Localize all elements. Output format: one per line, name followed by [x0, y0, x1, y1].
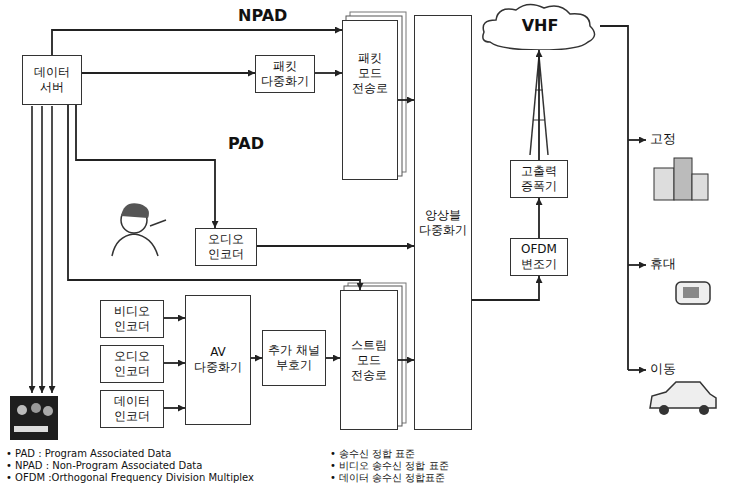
av-multiplexer-box: AV 다중화기: [185, 295, 251, 425]
multiplexer-box: 패킷 다중화기: [255, 55, 315, 93]
node-text: 스트림 모드 전송로: [345, 338, 393, 383]
encoder-box: 비디오 인코더: [100, 300, 164, 338]
node-text: 데이터 서버: [27, 65, 77, 95]
distribution-arrow: [628, 264, 646, 266]
poster-title-band: [14, 426, 48, 432]
distribution-line: [600, 26, 628, 370]
reception-label: 고정: [650, 131, 676, 147]
tower-leg: [539, 56, 548, 155]
node-text: 패킷 다중화기: [260, 59, 310, 89]
poster-face: [31, 403, 41, 413]
vhf-cloud: VHF: [480, 2, 600, 50]
note: • 송수신 정합 표준: [330, 448, 415, 460]
modulator-box: OFDM 변조기: [510, 238, 568, 276]
signal-arrow: [164, 317, 185, 319]
node-text: 추가 채널 부호기: [267, 343, 321, 373]
node-text: 앙상블 다중화기: [419, 208, 467, 238]
microphone: [150, 220, 166, 226]
signal-arrow: [538, 50, 540, 160]
transmission-path-box: 패킷 모드 전송로: [342, 20, 398, 180]
signal-arrow: [398, 99, 414, 101]
car-wheel: [659, 405, 669, 415]
amplifier-box: 고출력 증폭기: [510, 160, 568, 198]
encoder-box: 오디오 인코더: [195, 228, 257, 266]
signal-arrow: [76, 105, 215, 228]
transmission-path-box: 스트림 모드 전송로: [340, 290, 398, 430]
reception-label: 휴대: [650, 256, 676, 272]
signal-arrow: [251, 357, 262, 359]
distribution-arrow: [628, 369, 646, 371]
note: • NPAD : Non-Program Associated Data: [6, 460, 202, 472]
node-text: AV 다중화기: [190, 345, 246, 375]
building-icon: [674, 158, 692, 200]
channel-coder-box: 추가 채널 부호기: [262, 330, 326, 386]
reception-label: 이동: [650, 361, 676, 377]
note: • PAD : Program Associated Data: [6, 448, 171, 460]
distribution-arrow: [628, 139, 646, 141]
note: • OFDM :Orthogonal Frequency Division Mu…: [6, 472, 254, 484]
signal-arrow: [472, 276, 539, 300]
node-text: 비디오 인코더: [105, 304, 159, 334]
person-body: [112, 234, 158, 256]
signal-name: PAD: [228, 134, 264, 153]
ensemble-multiplexer-box: 앙상블 다중화기: [414, 15, 472, 430]
signal-arrow: [164, 362, 185, 364]
cloud-shape: [483, 4, 595, 50]
node-text: VHF: [522, 16, 559, 36]
note: • 비디오 송수신 정합 표준: [330, 460, 449, 472]
node-text: 고출력 증폭기: [515, 164, 563, 194]
server-box: 데이터 서버: [22, 55, 82, 105]
node-text: OFDM 변조기: [515, 242, 563, 272]
node-text: 데이터 인코더: [105, 394, 159, 424]
person-hair: [121, 203, 149, 218]
signal-arrow: [52, 30, 342, 55]
poster-picture: [10, 396, 58, 440]
feed-arrow: [41, 106, 43, 393]
note: • 데이터 송수신 정합표준: [330, 472, 445, 484]
signal-arrow: [82, 72, 255, 74]
signal-arrow: [315, 72, 342, 74]
building-icon: [692, 174, 708, 200]
car-icon: [650, 382, 716, 408]
poster-face: [43, 406, 53, 416]
signal-arrow: [164, 407, 185, 409]
node-text: 패킷 모드 전송로: [347, 51, 393, 96]
encoder-box: 오디오 인코더: [100, 345, 164, 383]
signal-name: NPAD: [238, 6, 287, 25]
building-icon: [654, 168, 674, 200]
feed-arrow: [31, 106, 33, 393]
tower-leg: [530, 56, 539, 155]
encoder-box: 데이터 인코더: [100, 390, 164, 428]
car-wheel: [699, 405, 709, 415]
node-text: 오디오 인코더: [105, 349, 159, 379]
signal-arrow: [257, 245, 414, 247]
handheld-icon: [676, 282, 710, 304]
handheld-screen: [683, 287, 699, 298]
signal-arrow: [398, 359, 414, 361]
signal-arrow: [68, 105, 360, 290]
poster-face: [17, 405, 27, 415]
signal-arrow: [538, 198, 540, 238]
signal-arrow: [326, 357, 340, 359]
node-text: 오디오 인코더: [200, 232, 252, 262]
feed-arrow: [51, 106, 53, 393]
